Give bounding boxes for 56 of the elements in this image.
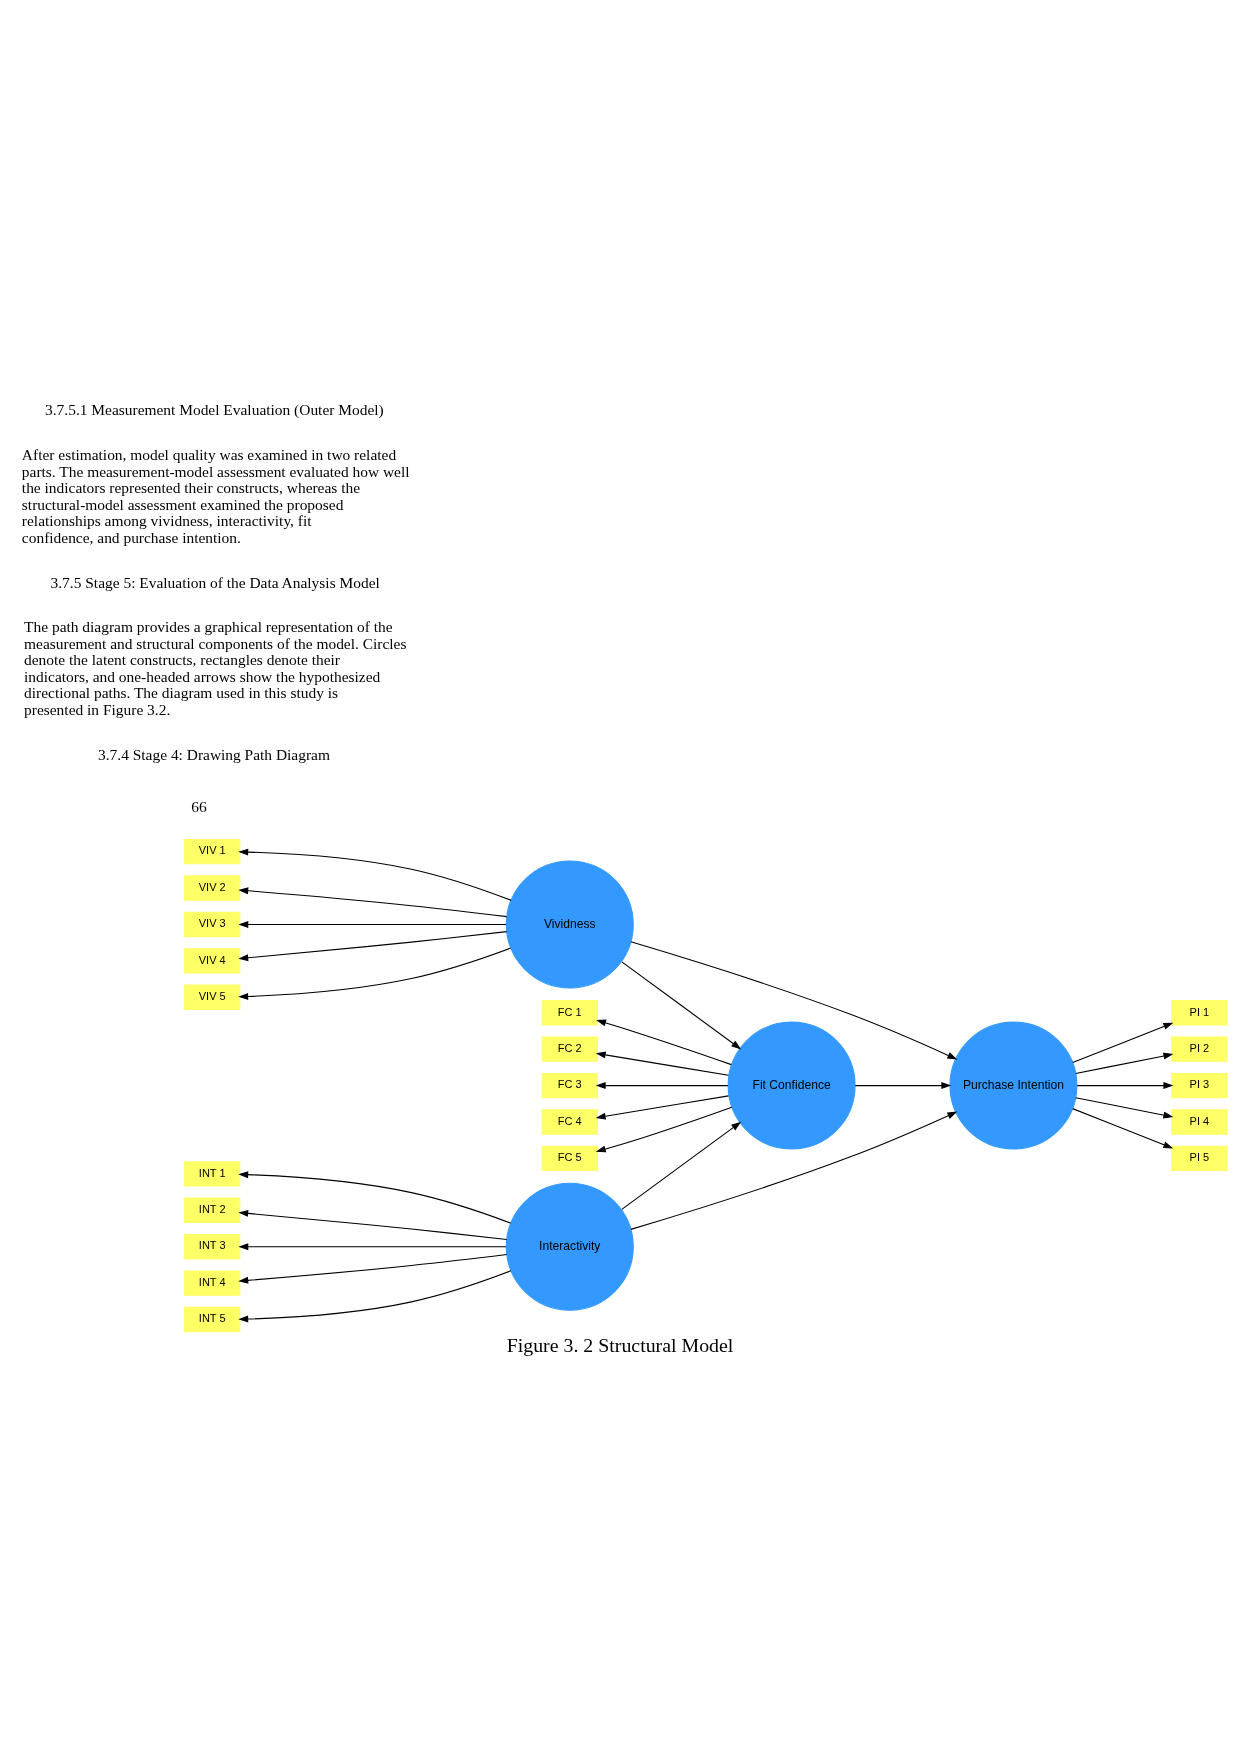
node-box: PI 2	[1171, 1036, 1228, 1062]
arrow	[595, 1051, 730, 1076]
label: 3.7.4 Stage 4: Drawing Path Diagram	[98, 745, 330, 763]
node-box: VIV 3	[184, 911, 241, 938]
arrow	[630, 1111, 958, 1230]
node-box: VIV 2	[184, 875, 241, 901]
arrow	[621, 961, 742, 1050]
arrow	[238, 931, 508, 962]
arrow	[1075, 1052, 1174, 1074]
node-circle: Purchase Intention	[949, 1021, 1078, 1150]
arrow	[238, 920, 507, 928]
arrow	[238, 848, 512, 901]
arrow	[595, 1082, 729, 1090]
node-box: FC 4	[541, 1109, 598, 1135]
node-circle: Interactivity	[505, 1182, 634, 1311]
arrow	[854, 1082, 952, 1090]
arrow	[1076, 1082, 1174, 1090]
node-box: FC 3	[541, 1072, 598, 1099]
node-box: PI 3	[1171, 1072, 1228, 1099]
node-box: INT 2	[184, 1197, 241, 1223]
node-box: INT 1	[184, 1161, 241, 1187]
arrow	[595, 1095, 730, 1120]
arrow	[621, 1121, 742, 1210]
node-box: PI 1	[1171, 1000, 1228, 1026]
label: 3.7.5 Stage 5: Evaluation of the Data Analysis Model	[50, 573, 380, 591]
arrow	[596, 1019, 732, 1066]
label: 66	[191, 797, 207, 815]
arrow	[238, 887, 508, 918]
node-circle: Fit Confidence	[727, 1021, 856, 1150]
node-box: INT 4	[184, 1270, 241, 1296]
node-box: PI 5	[1171, 1145, 1228, 1172]
arrow	[630, 941, 958, 1060]
label: The path diagram provides a graphical representation of the measurement and structural components of the model. Circles denote the latent constructs, rectangles denote their indicators, and one-headed arrows show the hypothesized directional paths. The diagram used in this study is presented in Figure 3.2.	[24, 618, 407, 718]
node-box: FC 1	[541, 1000, 598, 1026]
arrow	[238, 947, 512, 1000]
arrow	[238, 1171, 512, 1224]
label: After estimation, model quality was examined in two related parts. The measurement-model assessment evaluated how well the indicators represented their constructs, whereas the structural-model assessment examined the proposed relationships among vividness, interactivity, fit confidence, and purchase intention.	[21, 446, 410, 546]
node-box: INT 3	[184, 1234, 241, 1260]
node-box: FC 5	[541, 1145, 598, 1172]
arrow	[1072, 1022, 1174, 1064]
arrow	[238, 1209, 508, 1241]
node-box: PI 4	[1171, 1109, 1228, 1135]
node-box: FC 2	[541, 1036, 598, 1062]
node-circle: Vividness	[505, 860, 634, 989]
node-box: VIV 1	[184, 838, 241, 865]
arrow	[595, 1106, 733, 1153]
arrow	[238, 1243, 507, 1251]
arrow	[238, 1254, 508, 1284]
node-box: VIV 5	[184, 984, 241, 1010]
node-box: VIV 4	[184, 948, 241, 974]
caption: Figure 3. 2 Structural Model	[506, 1333, 734, 1356]
node-box: INT 5	[184, 1306, 241, 1333]
label: 3.7.5.1 Measurement Model Evaluation (Outer Model)	[45, 401, 384, 419]
arrow	[238, 1270, 512, 1323]
arrow	[1072, 1108, 1174, 1149]
arrow	[1075, 1097, 1174, 1119]
